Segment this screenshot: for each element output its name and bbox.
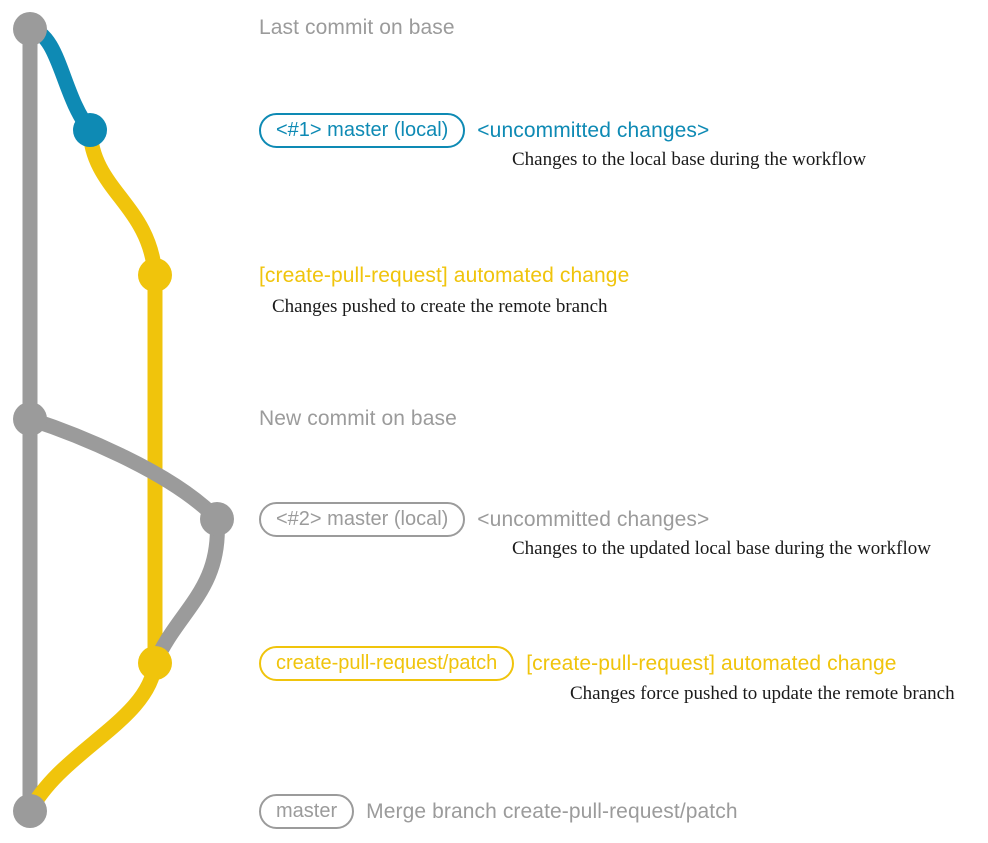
commit-node-patch-1 [138,258,172,292]
commit-node-base-top [13,12,47,46]
row-new-commit-on-base: New commit on base [259,407,457,431]
local-branch-line-1 [22,21,98,138]
row-local-1: <#1> master (local) <uncommitted changes… [259,113,709,148]
description-local-1: Changes to the local base during the wor… [512,149,867,170]
description-automated-change-1: Changes pushed to create the remote bran… [272,296,608,317]
caption-new-commit-on-base: New commit on base [259,407,457,430]
subject-automated-change-2: [create-pull-request] automated change [526,651,897,675]
commit-node-base-merge [13,794,47,828]
local-to-patch-line [147,511,225,671]
row-local-2: <#2> master (local) <uncommitted changes… [259,502,709,537]
subject-merge-branch: Merge branch create-pull-request/patch [366,799,738,823]
local-branch-line-2 [22,411,225,527]
commit-node-patch-2 [138,646,172,680]
commit-node-local-2 [200,502,234,536]
remote-branch-line-1 [82,122,163,283]
subject-uncommitted-changes-2: <uncommitted changes> [477,507,710,531]
badge-create-pull-request-patch[interactable]: create-pull-request/patch [259,646,515,681]
badge-master-local-1[interactable]: <#1> master (local) [259,113,466,148]
badge-master-local-2[interactable]: <#2> master (local) [259,502,466,537]
commit-node-local-1 [73,113,107,147]
row-automated-change-1: [create-pull-request] automated change [259,264,629,288]
title-automated-change-1: [create-pull-request] automated change [259,264,630,287]
row-automated-change-2: create-pull-request/patch [create-pull-r… [259,646,897,681]
badge-master[interactable]: master [259,794,355,829]
subject-uncommitted-changes-1: <uncommitted changes> [477,118,710,142]
caption-last-commit-on-base: Last commit on base [259,16,455,39]
row-last-commit-on-base: Last commit on base [259,16,455,40]
description-local-2: Changes to the updated local base during… [512,538,931,559]
merge-line [22,655,163,819]
row-merge: master Merge branch create-pull-request/… [259,794,738,829]
description-automated-change-2: Changes force pushed to update the remot… [570,683,955,704]
commit-node-base-new [13,402,47,436]
